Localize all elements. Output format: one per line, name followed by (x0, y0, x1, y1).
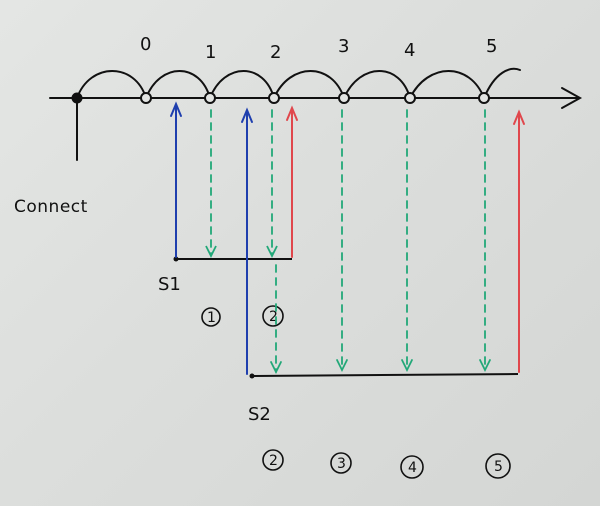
s1-green-arrowhead (205, 245, 217, 259)
timeline-loop (483, 67, 521, 99)
s2-green-arrowhead (336, 359, 348, 373)
s2-baseline (251, 373, 519, 377)
s2-circled-number: 3 (330, 452, 352, 474)
s1-red-arrow (286, 105, 298, 258)
svg-text:4: 4 (408, 460, 417, 476)
timeline-loop (76, 70, 147, 99)
svg-text:2: 2 (269, 309, 278, 325)
s1-blue-arrow (170, 101, 182, 258)
session-s2: S2 2 3 4 5 (241, 107, 525, 479)
svg-text:3: 3 (337, 456, 346, 472)
s2-red-arrow (513, 109, 525, 373)
s2-circled-number: 2 (262, 449, 284, 471)
timeline-point (140, 92, 152, 104)
tick-label-1: 1 (205, 42, 216, 63)
s1-green-arrowhead (266, 245, 278, 259)
timeline-loop (209, 70, 275, 99)
timeline-loop (145, 70, 211, 99)
tick-label-2: 2 (270, 42, 281, 63)
tick-label-4: 4 (404, 40, 415, 61)
timeline-point (268, 92, 280, 104)
s2-start-point (249, 373, 255, 379)
timeline-point (338, 92, 350, 104)
s1-circled-number: 2 (262, 305, 284, 327)
tick-label-0: 0 (140, 34, 151, 55)
session-s1: S1 1 2 (158, 101, 298, 327)
timeline-point (478, 92, 490, 104)
timeline-loop (343, 70, 411, 99)
timeline (49, 67, 583, 161)
timeline-loop (409, 70, 485, 99)
s2-label: S2 (248, 404, 271, 425)
svg-text:2: 2 (269, 453, 278, 469)
timeline-loop (273, 70, 345, 99)
svg-text:1: 1 (207, 310, 216, 326)
s2-green-arrowhead (270, 361, 282, 375)
s2-circled-number: 5 (485, 453, 511, 479)
timeline-point (204, 92, 216, 104)
tick-label-5: 5 (486, 36, 497, 57)
tick-label-3: 3 (338, 36, 349, 57)
s1-start-point (173, 256, 179, 262)
timeline-point (404, 92, 416, 104)
s2-blue-arrow (241, 107, 253, 375)
connect-label: Connect (14, 197, 88, 217)
svg-text:5: 5 (494, 459, 503, 475)
s1-circled-number: 1 (201, 307, 221, 327)
s2-green-arrowhead (401, 359, 413, 373)
timeline-arrowhead (561, 87, 583, 109)
s2-circled-number: 4 (400, 455, 424, 479)
connect-point (71, 92, 83, 104)
tick-labels: 0 1 2 3 4 5 (140, 34, 497, 63)
s1-label: S1 (158, 274, 181, 295)
timeline-points (71, 92, 490, 104)
s2-green-arrowhead (479, 359, 491, 373)
